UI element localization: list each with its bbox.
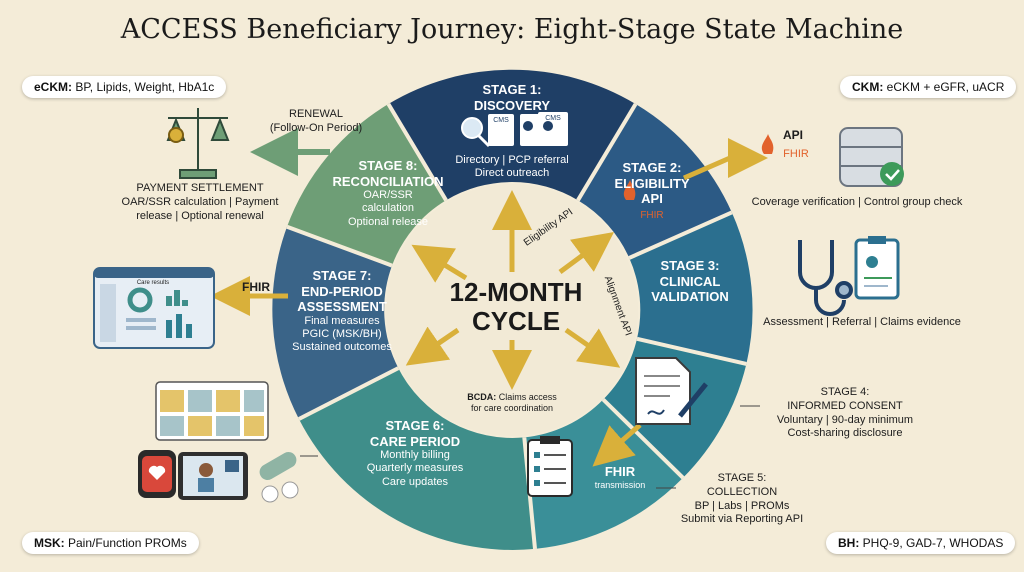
stage-4-title-1: STAGE 4: (760, 386, 930, 400)
stage-5-title-1: STAGE 5: (672, 472, 812, 486)
stage-3-title-3: VALIDATION (640, 289, 740, 305)
stage-2-title-3: API (602, 191, 702, 207)
stage-4-detail-1: Voluntary | 90-day minimum (760, 414, 930, 428)
stage-7-title-3: ASSESSMENT (282, 299, 402, 315)
stage-8-detail-1: OAR/SSR (326, 189, 450, 202)
stage-2-title-2: ELIGIBILITY (602, 176, 702, 192)
stage-8-title-1: STAGE 8: (326, 158, 450, 174)
stage-4-label: STAGE 4: INFORMED CONSENT Voluntary | 90… (760, 386, 930, 441)
checklist-icon (528, 436, 572, 496)
stage-5-detail-2: Submit via Reporting API (672, 513, 812, 527)
stage-6-detail-3: Care updates (350, 476, 480, 489)
stage-1-detail-2: Direct outreach (440, 167, 584, 180)
ckm-value: eCKM + eGFR, uACR (883, 80, 1004, 94)
stage-7-title-2: END-PERIOD (282, 284, 402, 300)
eckm-pill: eCKM: BP, Lipids, Weight, HbA1c (22, 76, 226, 98)
smartwatch-icon (138, 450, 176, 498)
msk-key: MSK: (34, 536, 65, 550)
stage-7-fhir: FHIR (236, 280, 276, 295)
msk-value: Pain/Function PROMs (65, 536, 187, 550)
stage-1-details: Directory | PCP referral Direct outreach (440, 154, 584, 180)
stage-5-detail-1: BP | Labs | PROMs (672, 500, 812, 514)
bh-pill: BH: PHQ-9, GAD-7, WHODAS (826, 532, 1015, 554)
assessment-label: Assessment | Referral | Claims evidence (752, 316, 972, 330)
scales-icon (168, 108, 228, 178)
stage-4-detail-2: Cost-sharing disclosure (760, 427, 930, 441)
calendar-icons (156, 382, 268, 440)
stage-2-label: STAGE 2: ELIGIBILITY API (602, 160, 702, 207)
bcda-rest: Claims access (496, 392, 557, 402)
stage-5-fhir: FHIR transmission (580, 464, 660, 490)
renewal-subtitle: (Follow-On Period) (256, 122, 376, 136)
renewal-title: RENEWAL (256, 108, 376, 122)
renewal-label: RENEWAL (Follow-On Period) (256, 108, 376, 136)
eckm-key: eCKM: (34, 80, 72, 94)
eckm-value: BP, Lipids, Weight, HbA1c (72, 80, 214, 94)
stage-6-label: STAGE 6: CARE PERIOD Monthly billing Qua… (350, 418, 480, 489)
ckm-key: CKM: (852, 80, 883, 94)
dashboard-title: Care results (118, 280, 188, 288)
bh-value: PHQ-9, GAD-7, WHODAS (859, 536, 1003, 550)
api-fhir-label: FHIR (774, 148, 818, 162)
stage-7-detail-1: Final measures (282, 315, 402, 328)
center-line-1: 12-MONTH (426, 278, 606, 307)
payment-settlement-label: PAYMENT SETTLEMENT OAR/SSR calculation |… (112, 182, 288, 223)
stethoscope-icon (800, 240, 851, 314)
coverage-label: Coverage verification | Control group ch… (742, 196, 972, 210)
stage-6-title-1: STAGE 6: (350, 418, 480, 434)
stage-3-title-1: STAGE 3: (640, 258, 740, 274)
bcda-line-2: for care coordination (471, 403, 553, 413)
stage-3-label: STAGE 3: CLINICAL VALIDATION (640, 258, 740, 305)
api-label: API (778, 128, 808, 143)
pills-icon (257, 449, 300, 502)
video-visit-icon (178, 452, 248, 500)
stage-1-label: STAGE 1: DISCOVERY (442, 82, 582, 113)
center-label: 12-MONTH CYCLE (426, 278, 606, 336)
bh-key: BH: (838, 536, 859, 550)
stage-8-detail-3: Optional release (326, 216, 450, 229)
ckm-pill: CKM: eCKM + eGFR, uACR (840, 76, 1016, 98)
stage-1-badge-1: CMS (488, 117, 514, 125)
stage-6-title-2: CARE PERIOD (350, 434, 480, 450)
stage-1-badge-2: CMS (538, 115, 568, 123)
stage-3-title-2: CLINICAL (640, 274, 740, 290)
stage-5-fhir-sub: transmission (580, 480, 660, 491)
database-icon (840, 128, 904, 186)
payment-line-2: release | Optional renewal (112, 210, 288, 224)
stage-7-detail-3: Sustained outcomes (282, 341, 402, 354)
stage-5-label: STAGE 5: COLLECTION BP | Labs | PROMs Su… (672, 472, 812, 527)
stage-8-title-2: RECONCILIATION (326, 174, 450, 190)
stage-1-title-2: DISCOVERY (442, 98, 582, 114)
payment-line-1: OAR/SSR calculation | Payment (112, 196, 288, 210)
center-line-2: CYCLE (426, 307, 606, 336)
stage-6-detail-1: Monthly billing (350, 449, 480, 462)
stage-8-detail-2: calculation (326, 202, 450, 215)
stage-6-detail-2: Quarterly measures (350, 462, 480, 475)
bcda-key: BCDA: (467, 392, 496, 402)
stage-2-title-1: STAGE 2: (602, 160, 702, 176)
stage-4-title-2: INFORMED CONSENT (760, 400, 930, 414)
stage-1-title-1: STAGE 1: (442, 82, 582, 98)
stage-7-detail-2: PGIC (MSK/BH) (282, 328, 402, 341)
stage-1-detail-1: Directory | PCP referral (440, 154, 584, 167)
stage-5-title-2: COLLECTION (672, 486, 812, 500)
stage-7-label: STAGE 7: END-PERIOD ASSESSMENT Final mea… (282, 268, 402, 354)
stage-8-label: STAGE 8: RECONCILIATION OAR/SSR calculat… (326, 158, 450, 229)
stage-2-fhir: FHIR (634, 210, 670, 222)
payment-title: PAYMENT SETTLEMENT (112, 182, 288, 196)
stage-7-title-1: STAGE 7: (282, 268, 402, 284)
clipboard-icon (856, 236, 898, 298)
msk-pill: MSK: Pain/Function PROMs (22, 532, 199, 554)
stage-5-fhir-label: FHIR (580, 464, 660, 480)
